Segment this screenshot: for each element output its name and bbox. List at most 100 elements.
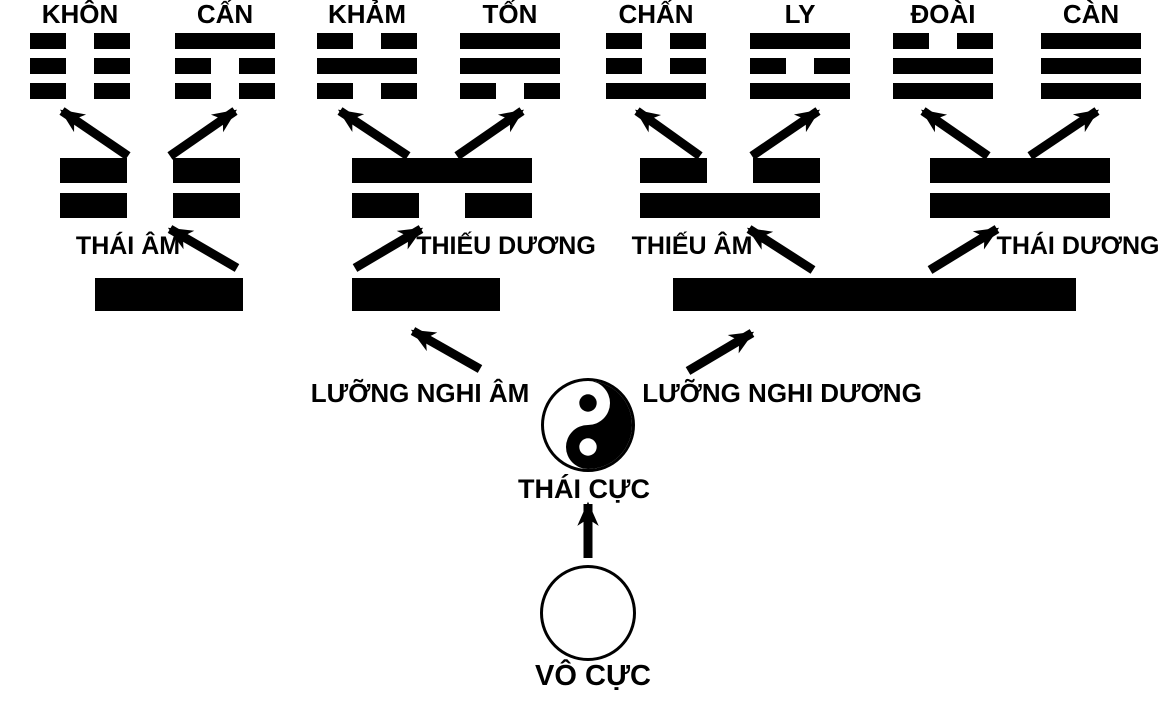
line-bar <box>640 193 820 218</box>
trigram-6: LY <box>750 0 850 100</box>
line-bar <box>94 83 130 99</box>
solid-line <box>750 83 850 99</box>
trigram-3: KHẢM <box>317 0 417 100</box>
broken-line <box>750 58 850 74</box>
line-bar <box>460 33 560 49</box>
line-bar <box>239 58 275 74</box>
trigram-2: CẤN <box>175 0 275 100</box>
principle-label: LƯỠNG NGHI ÂM <box>310 378 530 408</box>
arrow-icon <box>352 225 424 272</box>
line-bar <box>1041 83 1141 99</box>
arrow-icon <box>337 107 411 160</box>
four-symbol-label: THÁI DƯƠNG <box>996 232 1160 260</box>
line-bar <box>30 33 66 49</box>
broken-line <box>317 83 417 99</box>
broken-line <box>606 58 706 74</box>
line-bar <box>606 33 642 49</box>
broken-line <box>30 58 130 74</box>
line-bar <box>606 58 642 74</box>
line-bar <box>317 33 353 49</box>
arrow-icon <box>167 107 238 160</box>
solid-line <box>1041 58 1141 74</box>
solid-line <box>1041 83 1141 99</box>
solid-line <box>893 83 993 99</box>
trigram-label: CÀN <box>1062 0 1120 29</box>
broken-line <box>60 193 240 218</box>
trigram-4: TỐN <box>460 0 560 100</box>
solid-line <box>1041 33 1141 49</box>
trigram-label: KHÔN <box>41 0 119 29</box>
line-bar <box>524 83 560 99</box>
trigram-label: CHẤN <box>618 0 694 29</box>
arrow-icon <box>749 107 821 160</box>
yin-line-segment <box>95 278 243 311</box>
line-bar <box>753 158 820 183</box>
line-bar <box>175 83 211 99</box>
broken-line <box>175 83 275 99</box>
arrow-icon <box>454 107 525 160</box>
broken-line <box>640 158 820 183</box>
trigram-8: CÀN <box>1041 0 1141 100</box>
trigram-5: CHẤN <box>606 0 706 100</box>
line-bar <box>381 33 417 49</box>
line-bar <box>640 158 707 183</box>
line-bar <box>1041 33 1141 49</box>
broken-line <box>175 58 275 74</box>
line-bar <box>460 58 560 74</box>
four-symbol-label: THIẾU ÂM <box>631 232 753 260</box>
broken-line <box>893 33 993 49</box>
arrow-icon <box>59 107 131 160</box>
line-bar <box>465 193 532 218</box>
solid-line <box>317 58 417 74</box>
line-bar <box>750 58 786 74</box>
solid-line <box>460 33 560 49</box>
line-bar <box>670 33 706 49</box>
line-bar <box>352 193 419 218</box>
line-bar <box>30 83 66 99</box>
line-bar <box>175 58 211 74</box>
line-bar <box>893 83 993 99</box>
arrow-icon <box>927 225 1000 274</box>
line-bar <box>94 33 130 49</box>
broken-line <box>317 33 417 49</box>
broken-line <box>60 158 240 183</box>
line-bar <box>239 83 275 99</box>
line-bar <box>175 33 275 49</box>
line-bar <box>930 193 1110 218</box>
broken-line <box>460 83 560 99</box>
line-bar <box>94 58 130 74</box>
yin-yang-icon <box>541 378 635 472</box>
trigram-label: LY <box>784 0 816 29</box>
trigram-label: ĐOÀI <box>910 0 976 29</box>
line-bar <box>173 158 240 183</box>
line-bar <box>317 83 353 99</box>
broken-line <box>606 33 706 49</box>
trigram-label: CẤN <box>196 0 254 29</box>
broken-line <box>30 33 130 49</box>
arrow-icon <box>410 327 483 373</box>
solid-line <box>930 158 1110 183</box>
four-symbol-label: THÁI ÂM <box>75 232 181 260</box>
line-bar <box>173 193 240 218</box>
line-bar <box>352 158 532 183</box>
line-bar <box>460 83 496 99</box>
trigram-label: KHẢM <box>328 0 406 29</box>
line-bar <box>814 58 850 74</box>
solid-line <box>175 33 275 49</box>
arrow-icon <box>685 329 755 375</box>
broken-line <box>352 193 532 218</box>
arrow-icon <box>1027 107 1100 160</box>
solid-line <box>460 58 560 74</box>
solid-line <box>750 33 850 49</box>
line-bar <box>60 158 127 183</box>
arrow-icon <box>920 107 991 160</box>
line-bar <box>30 58 66 74</box>
arrow-icon <box>746 225 816 274</box>
solid-line <box>930 193 1110 218</box>
line-bar <box>606 83 706 99</box>
line-bar <box>1041 58 1141 74</box>
line-bar <box>893 58 993 74</box>
trigram-1: KHÔN <box>30 0 130 100</box>
